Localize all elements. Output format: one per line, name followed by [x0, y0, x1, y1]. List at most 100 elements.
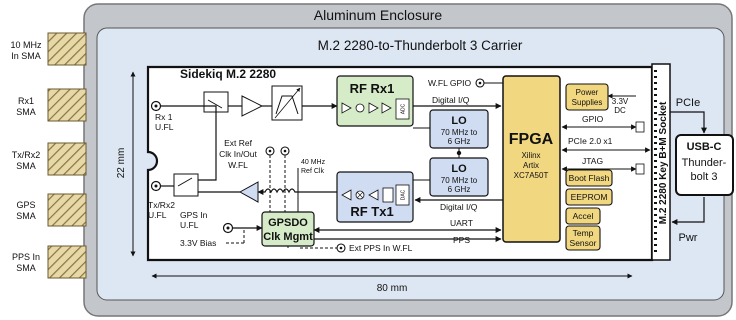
carrier-title: M.2 2280-to-Thunderbolt 3 Carrier: [318, 38, 523, 53]
port-10mhz: 10 MHz In SMA: [10, 32, 87, 66]
sma-connector-icon: [47, 193, 87, 227]
svg-text:USB-C: USB-C: [687, 141, 722, 153]
svg-text:SMA: SMA: [16, 161, 36, 171]
temp-sensor: Temp Sensor: [565, 225, 601, 251]
svg-text:bolt 3: bolt 3: [691, 171, 718, 183]
accelerometer: Accel: [565, 207, 601, 225]
svg-text:ADC: ADC: [401, 103, 407, 114]
dimension-80mm: 80 mm: [151, 273, 633, 294]
svg-text:U.FL: U.FL: [148, 210, 167, 220]
svg-text:Thunder-: Thunder-: [682, 157, 727, 169]
svg-text:GPSDO: GPSDO: [268, 217, 308, 229]
svg-text:W.FL: W.FL: [228, 160, 248, 170]
peripherals: Power Supplies Boot Flash EEPROM Accel T…: [565, 83, 613, 251]
lo-connections: [413, 127, 462, 181]
svg-text:Pwr: Pwr: [679, 232, 698, 244]
svg-text:DC: DC: [614, 106, 626, 115]
svg-text:GPIO: GPIO: [582, 114, 604, 124]
svg-text:GPS: GPS: [16, 200, 35, 210]
sma-connector-icon: [47, 88, 87, 122]
gps-input: GPS In U.FL 3.3V Bias: [180, 210, 263, 248]
svg-text:Tx/Rx2: Tx/Rx2: [12, 150, 41, 160]
svg-text:LO: LO: [451, 163, 467, 175]
lna-icon: [241, 95, 264, 117]
svg-text:10 MHz: 10 MHz: [10, 40, 42, 50]
m2-socket: M.2 2280 Key B+M Socket: [651, 63, 671, 261]
svg-text:SMA: SMA: [16, 263, 36, 273]
external-ports: 10 MHz In SMA Rx1 SMA Tx/Rx2 SMA GPS SMA…: [10, 32, 87, 279]
rf-tx1-block: RF Tx1 DAC: [336, 171, 414, 223]
power-supplies: Power Supplies: [565, 83, 609, 111]
rf-rx1-block: RF Rx1 ADC: [336, 75, 414, 127]
amp-icon: [341, 189, 352, 201]
fpga-block: FPGA Xilinx Artix XC7A50T: [502, 75, 561, 243]
mixer-icon: [355, 103, 365, 113]
amp-icon: [368, 189, 379, 201]
svg-text:U.FL: U.FL: [155, 122, 174, 132]
svg-text:SMA: SMA: [16, 211, 36, 221]
svg-text:Tx/Rx2: Tx/Rx2: [148, 200, 175, 210]
svg-text:W.FL GPIO: W.FL GPIO: [428, 78, 472, 88]
svg-text:Temp: Temp: [573, 228, 594, 238]
socket-label: M.2 2280 Key B+M Socket: [658, 101, 669, 224]
port-gps: GPS SMA: [16, 193, 87, 227]
svg-text:6 GHz: 6 GHz: [448, 137, 471, 146]
svg-text:Boot Flash: Boot Flash: [569, 173, 610, 183]
svg-text:PPS: PPS: [453, 235, 470, 245]
tx-switch-icon: [173, 173, 199, 197]
svg-text:Ref Clk: Ref Clk: [301, 168, 324, 175]
svg-text:40 MHz: 40 MHz: [301, 159, 326, 166]
tx-path: Tx/Rx2 U.FL: [148, 105, 337, 220]
ext-ref-clock: Ext Ref Clk In/Out W.FL 40 MHz Ref Clk: [219, 138, 326, 212]
svg-text:Clk Mgmt: Clk Mgmt: [263, 231, 313, 243]
svg-text:22 mm: 22 mm: [116, 148, 127, 179]
amp-icon: [341, 102, 352, 114]
svg-text:Ext Ref: Ext Ref: [224, 138, 253, 148]
svg-text:Digital I/Q: Digital I/Q: [432, 95, 470, 105]
svg-text:Artix: Artix: [523, 161, 539, 170]
fpga-right-signals: 3.3V DC GPIO PCIe 2.0 x1 JTAG: [561, 93, 651, 175]
svg-text:UART: UART: [450, 218, 473, 228]
svg-text:Accel: Accel: [573, 211, 594, 221]
svg-text:Digital I/Q: Digital I/Q: [440, 202, 478, 212]
port-pps: PPS In SMA: [12, 245, 87, 279]
fpga-left-signals: W.FL GPIO Digital I/Q Digital I/Q UART P…: [313, 78, 503, 245]
sma-connector-icon: [47, 142, 87, 176]
svg-text:70 MHz to: 70 MHz to: [441, 128, 478, 137]
svg-text:Supplies: Supplies: [572, 98, 603, 107]
svg-text:6 GHz: 6 GHz: [448, 185, 471, 194]
svg-text:SMA: SMA: [16, 107, 36, 117]
usbc-block: USB-C Thunder- bolt 3 PCIe Pwr: [670, 97, 734, 244]
svg-text:JTAG: JTAG: [582, 156, 603, 166]
filter-icon: [382, 187, 394, 203]
svg-text:70 MHz to: 70 MHz to: [441, 176, 478, 185]
svg-text:PPS In: PPS In: [12, 252, 40, 262]
svg-text:DAC: DAC: [401, 189, 407, 200]
svg-text:FPGA: FPGA: [509, 131, 554, 148]
sma-connector-icon: [47, 32, 87, 66]
svg-text:PCIe 2.0 x1: PCIe 2.0 x1: [568, 136, 613, 146]
eeprom: EEPROM: [565, 188, 613, 206]
lo-tx-block: LO 70 MHz to 6 GHz: [429, 157, 489, 197]
lo-rx-block: LO 70 MHz to 6 GHz: [429, 109, 489, 149]
port-rx1: Rx1 SMA: [16, 88, 87, 122]
ext-pps: Ext PPS In W.FL: [287, 243, 413, 253]
svg-text:Clk In/Out: Clk In/Out: [219, 149, 257, 159]
svg-text:PCIe: PCIe: [676, 97, 700, 109]
svg-text:Xilinx: Xilinx: [521, 151, 540, 160]
svg-text:80 mm: 80 mm: [377, 283, 408, 294]
svg-text:Power: Power: [576, 88, 599, 97]
svg-text:3.3V: 3.3V: [612, 97, 629, 106]
svg-text:RF Rx1: RF Rx1: [350, 81, 395, 96]
svg-text:RF Tx1: RF Tx1: [350, 204, 393, 219]
svg-text:Rx1: Rx1: [18, 96, 34, 106]
gpsdo-block: GPSDO Clk Mgmt: [261, 211, 315, 247]
svg-text:EEPROM: EEPROM: [571, 192, 608, 202]
svg-text:GPS In: GPS In: [180, 210, 208, 220]
amp-icon: [381, 102, 392, 114]
svg-text:LO: LO: [451, 115, 467, 127]
svg-text:XC7A50T: XC7A50T: [514, 171, 549, 180]
amp-icon: [368, 102, 379, 114]
enclosure-title: Aluminum Enclosure: [314, 7, 443, 23]
